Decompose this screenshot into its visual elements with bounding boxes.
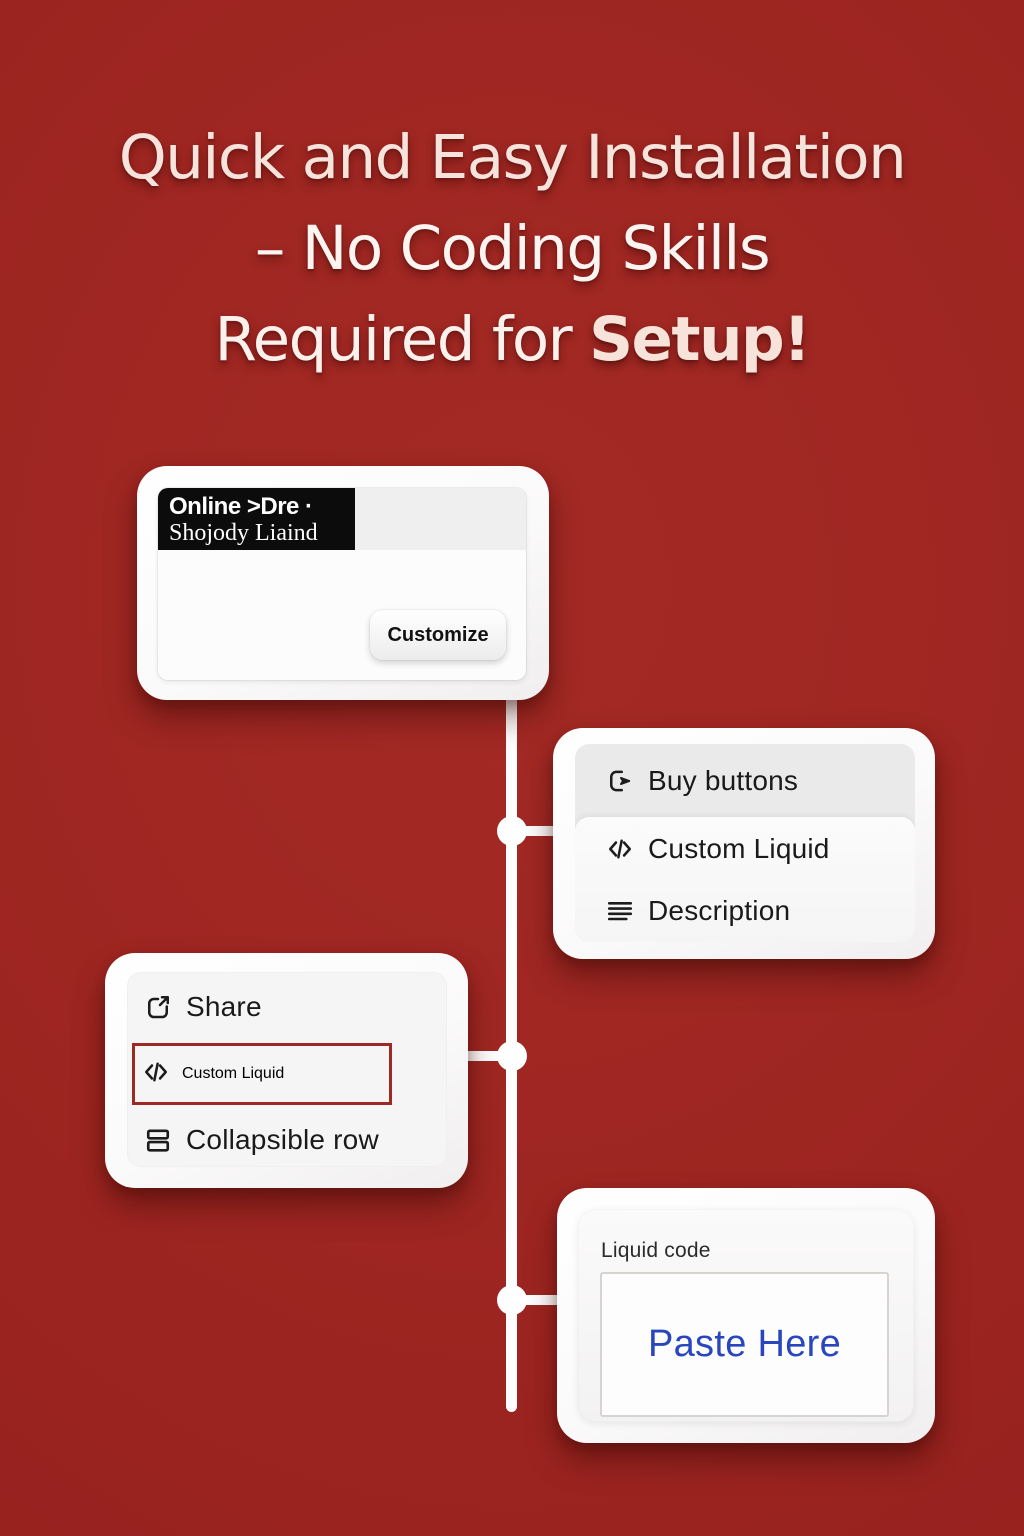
- code-icon: [603, 832, 637, 866]
- customize-button[interactable]: Customize: [370, 610, 506, 660]
- timeline-connector-right-bottom: [511, 1295, 563, 1305]
- menu-item-collapsible-row[interactable]: Collapsible row: [127, 1113, 447, 1167]
- theme-editor-card: Online >Dre · Shojody Liaind Customize: [137, 466, 549, 700]
- timeline-dot-3: [497, 1285, 527, 1315]
- description-icon: [603, 894, 637, 928]
- add-block-menu-card: Buy buttons Custom Liquid Description: [553, 728, 935, 959]
- headline: Quick and Easy Installation – No Coding …: [0, 112, 1024, 385]
- block-options-card: Share Custom Liquid Collapsible row: [105, 953, 468, 1188]
- menu-item-description[interactable]: Description: [575, 880, 915, 942]
- add-block-menu: Buy buttons Custom Liquid Description: [575, 744, 915, 942]
- timeline-dot-1: [497, 816, 527, 846]
- theme-editor-screenshot: Online >Dre · Shojody Liaind Customize: [158, 488, 526, 680]
- headline-line-3-bold: Setup!: [589, 304, 811, 375]
- timeline-connector-right-top: [511, 826, 561, 836]
- menu-item-share[interactable]: Share: [127, 980, 447, 1034]
- share-icon: [141, 990, 175, 1024]
- liquid-code-panel: Liquid code Paste Here: [578, 1209, 914, 1422]
- headline-line-2: – No Coding Skills: [254, 213, 771, 284]
- menu-item-label: Custom Liquid: [182, 1065, 285, 1082]
- add-block-submenu: Custom Liquid Description: [575, 817, 915, 942]
- menu-item-buy-buttons[interactable]: Buy buttons: [575, 744, 915, 817]
- theme-editor-title: Online >Dre ·: [169, 493, 313, 520]
- theme-editor-subtitle: Shojody Liaind: [169, 520, 318, 546]
- liquid-code-label: Liquid code: [601, 1239, 711, 1262]
- menu-item-custom-liquid-right[interactable]: Custom Liquid: [575, 818, 915, 880]
- headline-line-3-regular: Required for: [214, 304, 590, 375]
- menu-item-label: Description: [648, 895, 791, 926]
- liquid-code-card: Liquid code Paste Here: [557, 1188, 935, 1443]
- paste-here-placeholder: Paste Here: [647, 1323, 842, 1365]
- menu-item-custom-liquid-left[interactable]: Custom Liquid: [132, 1043, 392, 1105]
- menu-item-label: Custom Liquid: [648, 833, 830, 864]
- menu-item-label: Collapsible row: [186, 1124, 379, 1155]
- headline-line-3: Required for Setup!: [0, 294, 1024, 385]
- liquid-code-textarea[interactable]: Paste Here: [600, 1272, 889, 1417]
- headline-line-1: Quick and Easy Installation: [118, 122, 907, 193]
- menu-item-label: Share: [186, 991, 262, 1022]
- block-options-menu: Share Custom Liquid Collapsible row: [127, 972, 447, 1167]
- collapsible-row-icon: [141, 1123, 175, 1157]
- timeline-dot-2: [497, 1041, 527, 1071]
- code-icon: [141, 1057, 171, 1092]
- menu-item-label: Buy buttons: [648, 764, 799, 796]
- theme-editor-title-block: Online >Dre · Shojody Liaind: [158, 488, 355, 550]
- buy-button-icon: [603, 764, 637, 798]
- timeline-connector-left: [462, 1051, 512, 1061]
